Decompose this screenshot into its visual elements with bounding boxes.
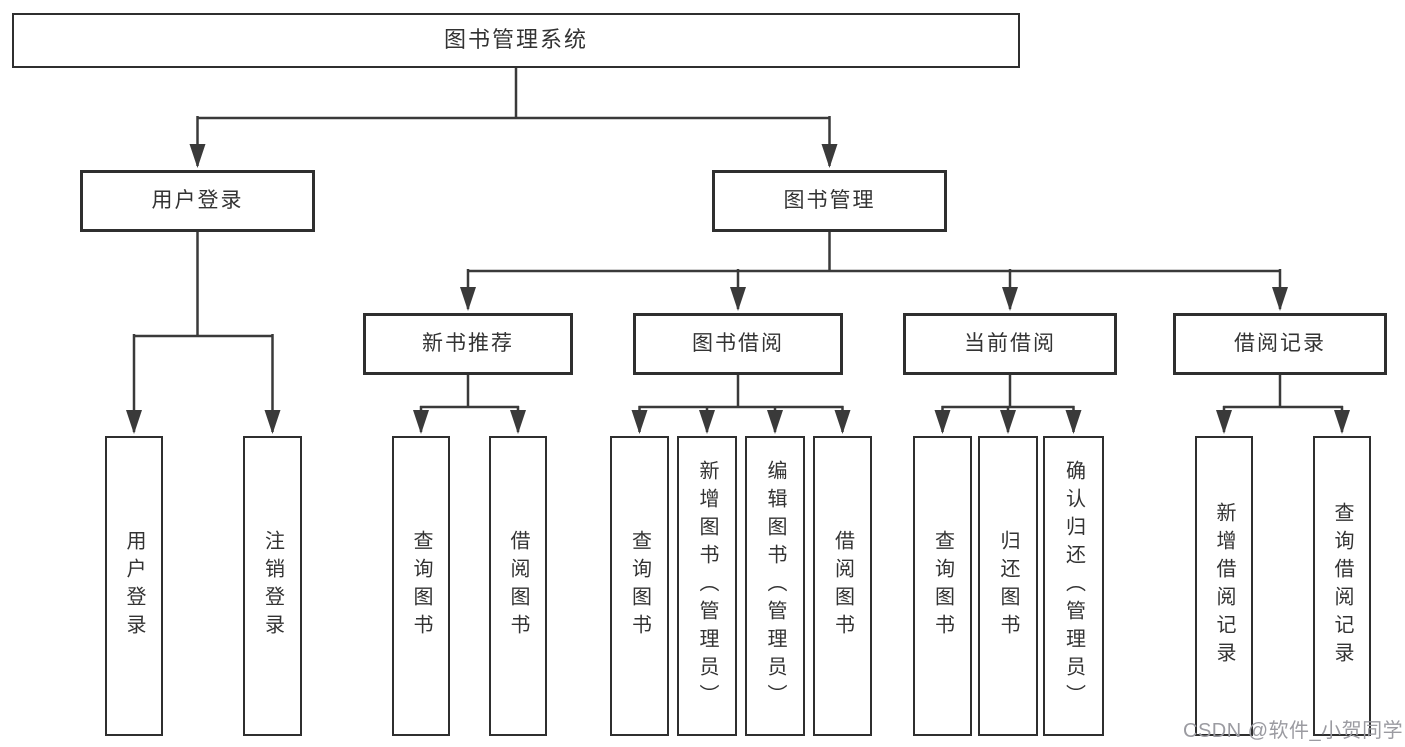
node-borrow-record-label: 借阅记录	[1234, 332, 1326, 356]
leaf-return-books-label: 归还图书	[997, 530, 1019, 642]
connector-new-book-to-leaves	[413, 373, 526, 434]
csdn-watermark: CSDN @软件_小贺同学	[1183, 720, 1404, 742]
leaf-query-books-recommend: 查询图书	[392, 436, 450, 736]
root-node-library-management-system: 图书管理系统	[12, 13, 1020, 68]
leaf-borrow-books-borrow: 借阅图书	[813, 436, 872, 736]
node-book-management-label: 图书管理	[783, 189, 876, 213]
leaf-query-books-current-label: 查询图书	[931, 530, 954, 642]
leaf-user-login-label: 用户登录	[123, 530, 145, 642]
leaf-user-login: 用户登录	[105, 436, 163, 736]
node-new-book-recommend: 新书推荐	[363, 313, 573, 375]
leaf-edit-books-admin-label: 编辑图书（管理员）	[764, 460, 786, 712]
leaf-add-books-admin-label: 新增图书（管理员）	[696, 460, 718, 712]
leaf-return-books: 归还图书	[978, 436, 1038, 736]
connector-current-borrow-to-leaves	[934, 373, 1082, 434]
leaf-logout-login: 注销登录	[243, 436, 302, 736]
leaf-borrow-books-borrow-label: 借阅图书	[831, 530, 854, 642]
node-current-borrow-label: 当前借阅	[964, 332, 1056, 356]
connector-book-management-to-level3	[460, 230, 1288, 311]
node-new-book-recommend-label: 新书推荐	[422, 332, 514, 356]
leaf-logout-login-label: 注销登录	[261, 530, 284, 642]
leaf-query-borrow-record: 查询借阅记录	[1313, 436, 1371, 736]
connector-root-to-level2	[189, 66, 838, 168]
connector-user-login-to-leaves	[126, 230, 281, 434]
leaf-query-books-recommend-label: 查询图书	[410, 530, 432, 642]
leaf-edit-books-admin: 编辑图书（管理员）	[745, 436, 805, 736]
node-borrow-record: 借阅记录	[1173, 313, 1387, 375]
leaf-add-borrow-record-label: 新增借阅记录	[1213, 502, 1235, 670]
connector-book-borrow-to-leaves	[631, 373, 851, 434]
root-node-label: 图书管理系统	[443, 27, 588, 53]
leaf-query-books-borrow-label: 查询图书	[628, 530, 651, 642]
leaf-query-books-current: 查询图书	[913, 436, 972, 736]
leaf-add-books-admin: 新增图书（管理员）	[677, 436, 737, 736]
node-book-borrow: 图书借阅	[633, 313, 843, 375]
node-current-borrow: 当前借阅	[903, 313, 1117, 375]
node-user-login-label: 用户登录	[151, 189, 244, 213]
leaf-query-books-borrow: 查询图书	[610, 436, 669, 736]
leaf-borrow-books-recommend: 借阅图书	[489, 436, 547, 736]
leaf-confirm-return-admin: 确认归还（管理员）	[1043, 436, 1104, 736]
leaf-borrow-books-recommend-label: 借阅图书	[507, 530, 529, 642]
leaf-add-borrow-record: 新增借阅记录	[1195, 436, 1253, 736]
node-book-borrow-label: 图书借阅	[692, 332, 784, 356]
leaf-confirm-return-admin-label: 确认归还（管理员）	[1062, 460, 1085, 712]
node-user-login: 用户登录	[80, 170, 315, 232]
node-book-management: 图书管理	[712, 170, 947, 232]
connector-borrow-record-to-leaves	[1216, 373, 1350, 434]
leaf-query-borrow-record-label: 查询借阅记录	[1331, 502, 1353, 670]
